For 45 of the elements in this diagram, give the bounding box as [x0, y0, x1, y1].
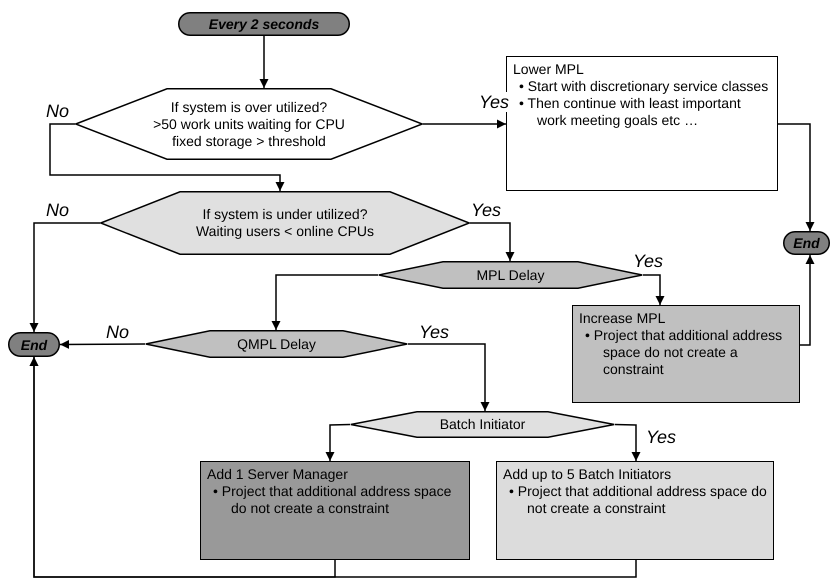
connector-arrow: [470, 222, 514, 261]
decision-hexagon: [350, 411, 615, 438]
connector-arrow: [60, 340, 145, 349]
connector-arrow: [408, 343, 490, 411]
connector-arrow: [326, 424, 350, 461]
decision-hexagon: [75, 88, 423, 160]
terminator: [8, 332, 60, 357]
process-box: [200, 461, 470, 560]
terminator-label: End: [793, 235, 820, 251]
decision-hexagon: [100, 191, 470, 255]
bullet-text: • Project that additional address space do not create a constraint: [212, 483, 452, 517]
decision-text: fixed storage > threshold: [172, 132, 326, 150]
edge-label: Yes: [478, 92, 510, 112]
box-heading: Lower MPL: [513, 61, 585, 78]
decision-text: Batch Initiator: [440, 416, 526, 433]
box-heading: Add 1 Server Manager: [207, 466, 349, 483]
connector-arrow: [272, 274, 378, 330]
terminator-label: Every 2 seconds: [208, 16, 320, 32]
box-heading: Add up to 5 Batch Initiators: [503, 466, 672, 483]
decision-text: If system is under utilized?: [202, 206, 368, 223]
connector-arrow: [778, 123, 814, 231]
process-box: [496, 461, 774, 560]
connector-arrow: [643, 274, 664, 305]
connector-arrow: [614, 424, 640, 461]
bullet-text: • Project that additional address space do not create a constraint: [508, 483, 767, 517]
decision-text: >50 work units waiting for CPU: [153, 116, 345, 132]
decision-text: If system is over utilized?: [170, 98, 328, 116]
connector-arrow: [49, 123, 284, 191]
decision-text: QMPL Delay: [237, 336, 316, 352]
terminator: [783, 231, 830, 255]
box-heading: Increase MPL: [579, 310, 666, 327]
terminator: [178, 12, 350, 36]
bullet-text: • Start with discretionary service classes: [518, 78, 770, 95]
connector-arrow: [260, 36, 268, 88]
connector-arrow: [30, 357, 637, 578]
bullet-text: • Then continue with least important work meeting goals etc …: [518, 95, 742, 129]
connector-arrow: [30, 222, 100, 332]
terminator-label: End: [20, 336, 48, 352]
process-box: [572, 305, 800, 403]
bullet-text: • Project that additional address space do not create a constraint: [584, 327, 784, 378]
connector-arrow: [423, 120, 506, 128]
decision-text: MPL Delay: [476, 266, 544, 284]
decision-text: Waiting users < online CPUs: [196, 223, 374, 240]
decision-hexagon: [145, 330, 408, 358]
connector-arrow: [800, 255, 814, 346]
